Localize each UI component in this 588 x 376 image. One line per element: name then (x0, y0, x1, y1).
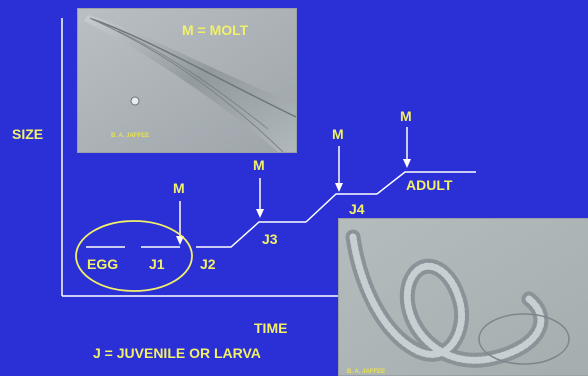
molt-arrow-4 (403, 127, 411, 168)
stage-label-adult: ADULT (406, 177, 452, 193)
stage-label-egg: EGG (87, 256, 118, 272)
molt-arrow-3 (335, 146, 343, 192)
x-axis-label: TIME (254, 320, 287, 336)
molt-marker-2: M (253, 157, 265, 173)
molt-marker-1: M (173, 180, 185, 196)
stage-label-j3: J3 (262, 231, 278, 247)
stage-label-j4: J4 (349, 201, 365, 217)
molt-marker-4: M (400, 108, 412, 124)
juvenile-legend: J = JUVENILE OR LARVA (93, 345, 261, 361)
molt-marker-3: M (332, 126, 344, 142)
j2-stage-line (196, 222, 306, 247)
y-axis-label: SIZE (12, 126, 43, 142)
stage-label-j1: J1 (149, 256, 165, 272)
j3-j4-stage-line (306, 194, 377, 222)
molt-arrow-1 (176, 201, 184, 245)
molt-arrow-2 (256, 178, 264, 218)
stage-label-j2: J2 (200, 256, 216, 272)
